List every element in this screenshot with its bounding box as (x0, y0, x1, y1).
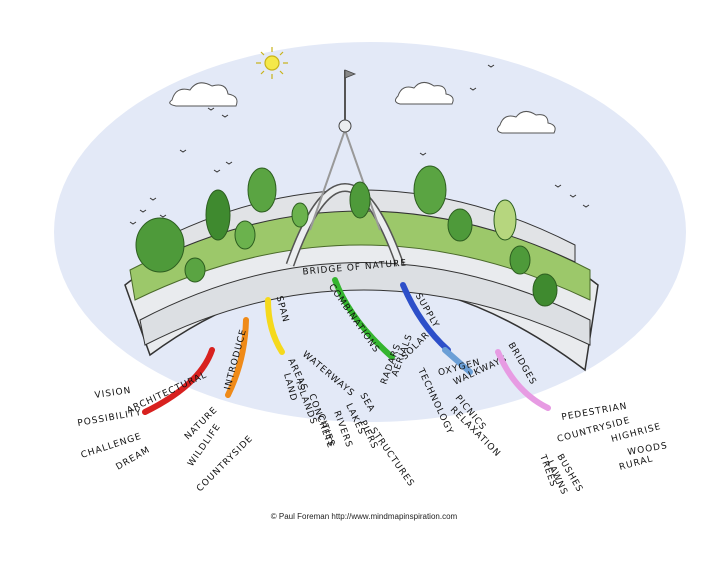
tree (205, 189, 231, 241)
sun-icon (256, 47, 288, 79)
branch-ribbon (142, 347, 215, 415)
branch-ribbon (225, 317, 249, 398)
tree (135, 217, 185, 273)
branch-ribbon (495, 349, 551, 411)
tree (291, 202, 309, 228)
tree (234, 220, 256, 250)
tree (532, 273, 558, 307)
tree (509, 245, 531, 275)
bird-icon (129, 64, 590, 225)
tree (247, 167, 277, 213)
tree (349, 181, 371, 219)
tree (184, 257, 206, 283)
sub-branch-label: DREAM (115, 445, 153, 473)
sub-branch-label: POSSIBILITY (77, 408, 143, 429)
branch-ribbon (442, 347, 473, 375)
branch-ribbon (400, 282, 451, 353)
copyright-text: © Paul Foreman http://www.mindmapinspira… (270, 512, 458, 521)
flag-icon (344, 69, 357, 79)
branch-ribbon (332, 277, 395, 360)
tree (413, 165, 447, 215)
branch-ribbon (265, 297, 285, 355)
cloud-icon (394, 82, 454, 105)
cloud-icon (496, 111, 556, 134)
sub-branch-label: RURAL (618, 454, 654, 473)
cloud-icon (169, 82, 238, 107)
trees (135, 165, 558, 307)
sub-branch-label: VISION (94, 386, 132, 401)
tree (493, 199, 517, 241)
tree (447, 208, 473, 242)
